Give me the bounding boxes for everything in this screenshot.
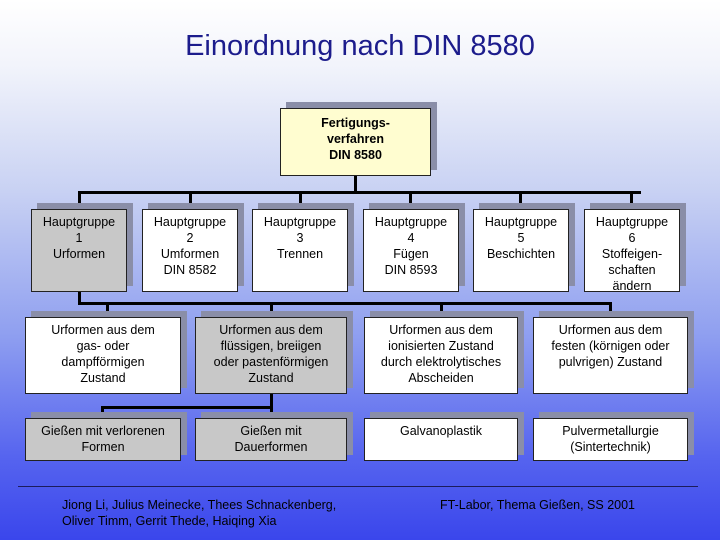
process-box-4: Pulvermetallurgie (Sintertechnik) <box>533 418 688 461</box>
process-label-3: Galvanoplastik <box>400 424 482 438</box>
connector-sub1 <box>106 302 109 317</box>
group-label-1: Hauptgruppe 1 Urformen <box>42 215 116 261</box>
connector-group5 <box>519 191 522 209</box>
connector-urformen-bus <box>78 302 611 305</box>
connector-urformen-down <box>78 292 81 304</box>
group-box-5: Hauptgruppe 5 Beschichten <box>473 209 569 292</box>
root-label: Fertigungs- verfahren DIN 8580 <box>321 116 390 162</box>
connector-group4 <box>409 191 412 209</box>
connector-group1 <box>78 191 81 209</box>
group-box-2: Hauptgruppe 2 Umformen DIN 8582 <box>142 209 238 292</box>
footer-divider <box>18 486 698 487</box>
urformen-box-1: Urformen aus dem gas- oder dampfförmigen… <box>25 317 181 394</box>
process-label-4: Pulvermetallurgie (Sintertechnik) <box>562 424 659 454</box>
group-box-1: Hauptgruppe 1 Urformen <box>31 209 127 292</box>
footer-course: FT-Labor, Thema Gießen, SS 2001 <box>440 498 636 512</box>
group-label-6: Hauptgruppe 6 Stoffeigen- schaften änder… <box>595 215 669 293</box>
connector-casting2 <box>270 406 273 418</box>
connector-sub3 <box>440 302 443 317</box>
page-title: Einordnung nach DIN 8580 <box>185 30 535 62</box>
root-box: Fertigungs- verfahren DIN 8580 <box>280 108 431 176</box>
group-box-3: Hauptgruppe 3 Trennen <box>252 209 348 292</box>
group-box-6: Hauptgruppe 6 Stoffeigen- schaften änder… <box>584 209 680 293</box>
connector-root-down <box>354 176 357 192</box>
group-box-4: Hauptgruppe 4 Fügen DIN 8593 <box>363 209 459 292</box>
group-label-5: Hauptgruppe 5 Beschichten <box>484 215 558 261</box>
urformen-box-4: Urformen aus dem festen (körnigen oder p… <box>533 317 688 394</box>
urformen-box-2: Urformen aus dem flüssigen, breiigen ode… <box>195 317 347 394</box>
connector-casting-bus <box>101 406 272 409</box>
process-label-2: Gießen mit Dauerformen <box>234 424 308 454</box>
urformen-label-3: Urformen aus dem ionisierten Zustand dur… <box>380 323 502 385</box>
connector-group6 <box>630 191 633 209</box>
connector-casting-down <box>270 394 273 408</box>
connector-groups-bus <box>78 191 641 194</box>
urformen-label-1: Urformen aus dem gas- oder dampfförmigen… <box>51 323 155 385</box>
connector-sub4 <box>609 302 612 317</box>
process-box-1: Gießen mit verlorenen Formen <box>25 418 181 461</box>
connector-casting1 <box>101 406 104 418</box>
process-box-3: Galvanoplastik <box>364 418 518 461</box>
footer-authors: Jiong Li, Julius Meinecke, Thees Schnack… <box>62 498 337 528</box>
urformen-label-2: Urformen aus dem flüssigen, breiigen ode… <box>213 323 329 385</box>
process-label-1: Gießen mit verlorenen Formen <box>41 424 165 454</box>
connector-sub2 <box>270 302 273 317</box>
urformen-box-3: Urformen aus dem ionisierten Zustand dur… <box>364 317 518 394</box>
group-label-4: Hauptgruppe 4 Fügen DIN 8593 <box>374 215 448 277</box>
connector-group3 <box>299 191 302 209</box>
connector-group2 <box>189 191 192 209</box>
group-label-2: Hauptgruppe 2 Umformen DIN 8582 <box>153 215 227 277</box>
group-label-3: Hauptgruppe 3 Trennen <box>263 215 337 261</box>
process-box-2: Gießen mit Dauerformen <box>195 418 347 461</box>
urformen-label-4: Urformen aus dem festen (körnigen oder p… <box>551 323 670 369</box>
